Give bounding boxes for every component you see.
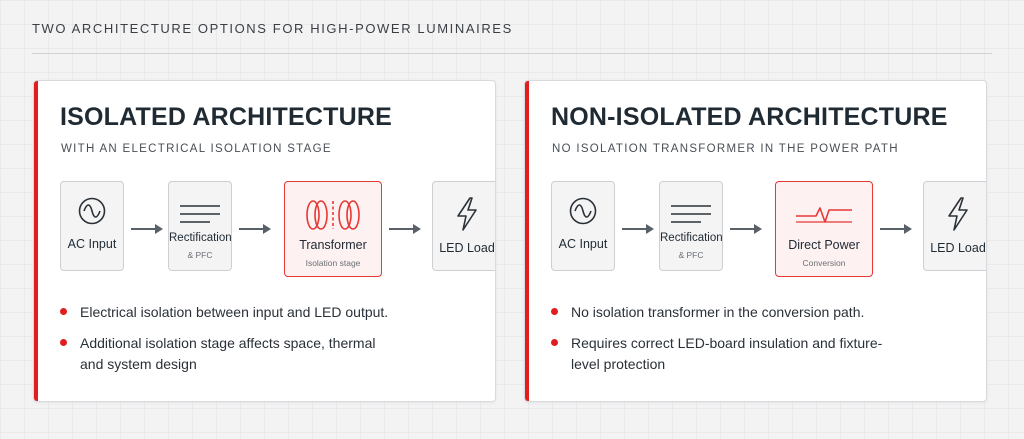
direct-conversion-icon xyxy=(796,207,852,223)
flow-arrow-icon xyxy=(389,224,421,234)
flow-arrow-icon xyxy=(239,224,271,234)
node-led-load: LED Load xyxy=(432,181,495,271)
accent-bar xyxy=(34,81,38,401)
bullet-dot xyxy=(551,308,558,315)
lightning-icon xyxy=(457,197,477,231)
node-label: Rectification xyxy=(660,232,723,244)
lightning-icon xyxy=(948,197,968,231)
panel-subtitle: NO ISOLATION TRANSFORMER IN THE POWER PA… xyxy=(552,143,899,155)
bullet-dot xyxy=(551,339,558,346)
flow-arrow-icon xyxy=(880,224,912,234)
transformer-coils-icon xyxy=(306,200,360,230)
node-sublabel: & PFC xyxy=(678,250,704,260)
ac-sine-icon xyxy=(569,197,597,225)
bullet-text: Additional isolation stage affects space… xyxy=(80,335,376,372)
panel-subtitle: WITH AN ELECTRICAL ISOLATION STAGE xyxy=(61,143,332,155)
node-transformer: Transformer Isolation stage xyxy=(284,181,382,277)
node-label: Rectification xyxy=(169,232,232,244)
node-label: LED Load xyxy=(439,241,495,255)
rectification-lines-icon xyxy=(671,205,711,223)
node-label: Direct Power xyxy=(788,238,860,252)
node-led-load: LED Load xyxy=(923,181,986,271)
bullet-dot xyxy=(60,339,67,346)
flow-arrow-icon xyxy=(730,224,762,234)
isolated-architecture-panel: ISOLATED ARCHITECTURE WITH AN ELECTRICAL… xyxy=(33,80,496,402)
accent-bar xyxy=(525,81,529,401)
panel-title: NON-ISOLATED ARCHITECTURE xyxy=(551,103,948,131)
node-sublabel: Isolation stage xyxy=(305,258,361,268)
flow-arrow-icon xyxy=(622,224,654,234)
node-label: Transformer xyxy=(299,238,367,252)
power-flow-diagram: AC Input Rectification & PFC xyxy=(60,181,495,277)
node-direct-power: Direct Power Conversion xyxy=(775,181,873,277)
node-rectification: Rectification & PFC xyxy=(659,181,723,271)
node-label: AC Input xyxy=(67,237,117,251)
panel-title: ISOLATED ARCHITECTURE xyxy=(60,103,392,131)
node-sublabel: Conversion xyxy=(802,258,846,268)
node-label: LED Load xyxy=(930,241,986,255)
node-sublabel: & PFC xyxy=(187,250,213,260)
bullet-text: No isolation transformer in the conversi… xyxy=(571,304,865,320)
flow-arrow-icon xyxy=(131,224,163,234)
bullet-text: Electrical isolation between input and L… xyxy=(80,304,389,320)
non-isolated-architecture-panel: NON-ISOLATED ARCHITECTURE NO ISOLATION T… xyxy=(524,80,987,402)
heading-rule xyxy=(32,53,992,54)
rectification-lines-icon xyxy=(180,205,220,223)
ac-sine-icon xyxy=(78,197,106,225)
bullet-text: Requires correct LED-board insulation an… xyxy=(571,335,883,372)
node-ac-input: AC Input xyxy=(551,181,615,271)
power-flow-diagram: AC Input Rectification & PFC xyxy=(551,181,986,277)
node-ac-input: AC Input xyxy=(60,181,124,271)
bullet-dot xyxy=(60,308,67,315)
page-heading: TWO ARCHITECTURE OPTIONS FOR HIGH-POWER … xyxy=(32,21,513,36)
node-rectification: Rectification & PFC xyxy=(168,181,232,271)
node-label: AC Input xyxy=(558,237,608,251)
